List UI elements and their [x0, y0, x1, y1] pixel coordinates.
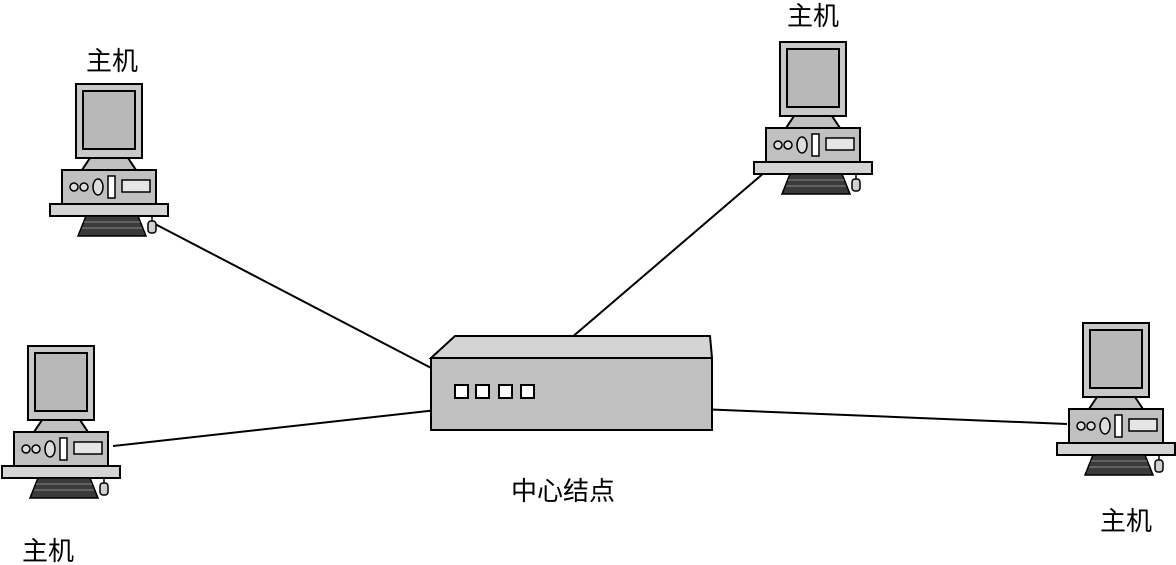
link-top-left	[154, 223, 461, 384]
hub-port-4	[520, 384, 535, 399]
link-bottom-left	[112, 404, 483, 447]
center-node-hub	[428, 335, 714, 431]
computer-icon-bottom-left	[1, 345, 121, 499]
host-label-right: 主机	[1100, 507, 1152, 537]
host-label-top-left: 主机	[86, 47, 138, 77]
hub-port-1	[454, 384, 469, 399]
center-node-label: 中心结点	[511, 477, 615, 507]
hub-port-3	[498, 384, 513, 399]
host-label-bottom-left: 主机	[22, 537, 74, 565]
computer-icon-top-right	[753, 41, 873, 195]
host-label-top-right: 主机	[787, 2, 839, 32]
computer-icon-top-left	[49, 83, 169, 237]
hub-port-2	[475, 384, 490, 399]
computer-icon-right	[1056, 322, 1176, 476]
